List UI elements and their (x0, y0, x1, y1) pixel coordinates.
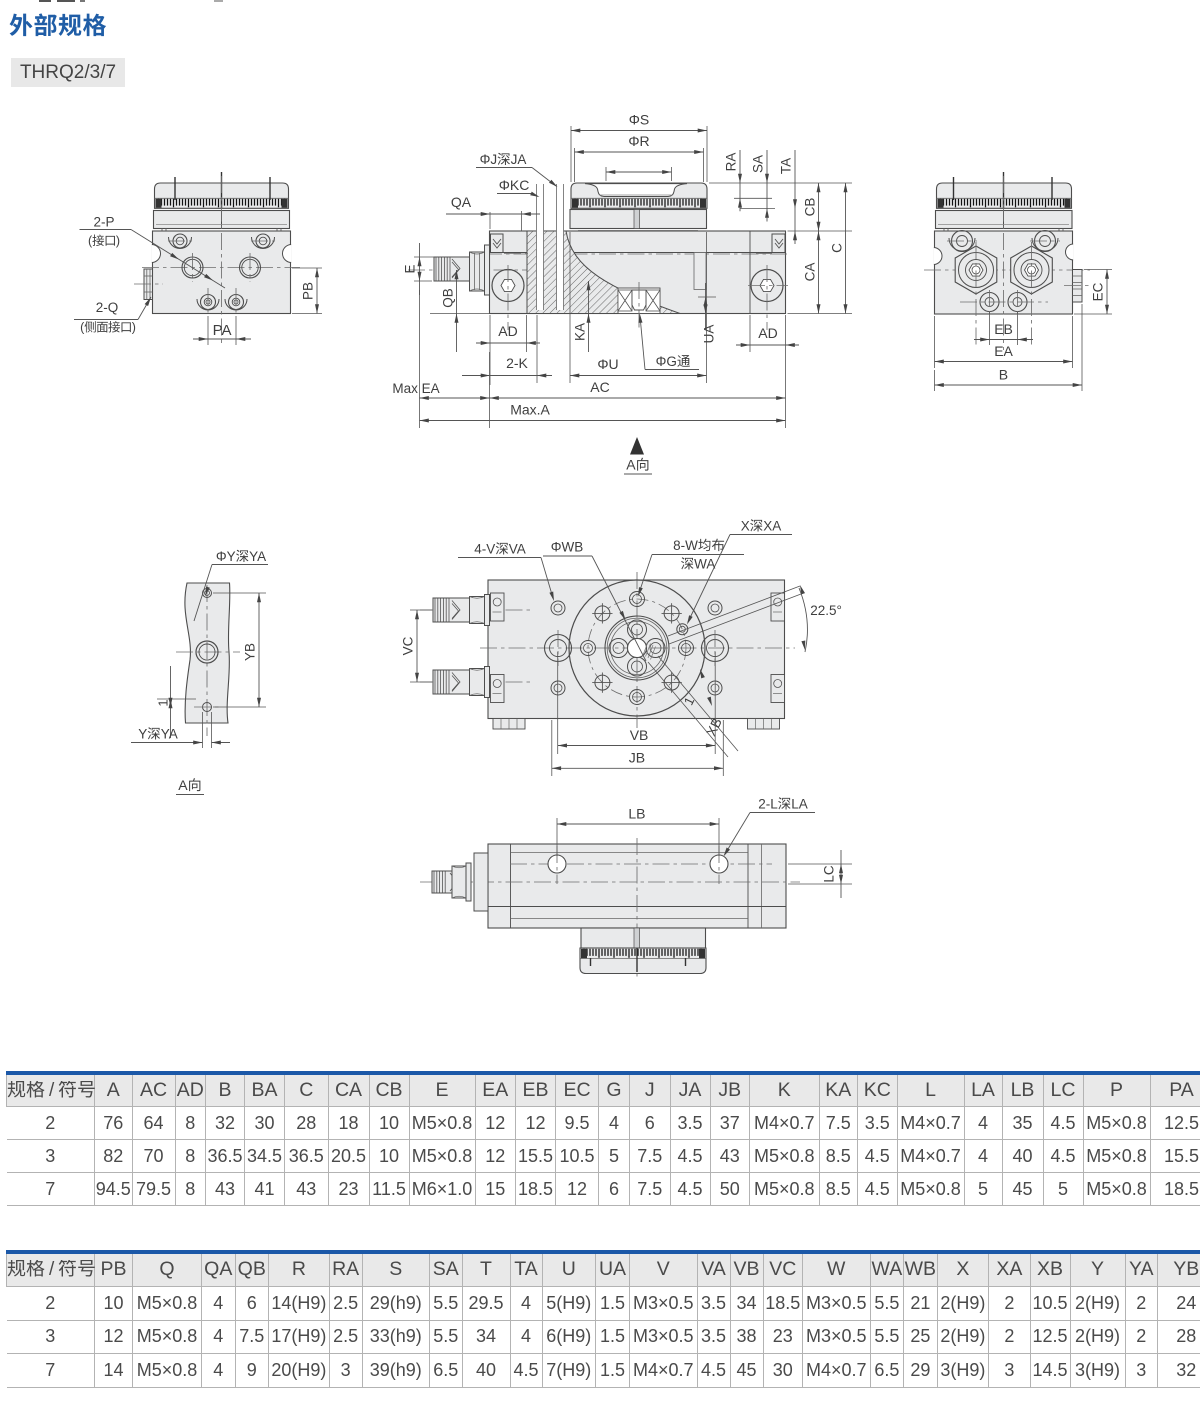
svg-text:2-K: 2-K (506, 355, 528, 371)
svg-text:EB: EB (994, 321, 1013, 337)
svg-text:ΦG: ΦG (656, 354, 677, 369)
svg-text:SA: SA (751, 155, 766, 173)
svg-text:YA: YA (161, 727, 178, 742)
svg-text:ΦY: ΦY (216, 549, 236, 564)
svg-text:8-W: 8-W (673, 538, 698, 553)
svg-text:EC: EC (1091, 282, 1106, 301)
svg-text:2-L: 2-L (758, 797, 778, 812)
svg-text:X: X (741, 519, 750, 534)
svg-text:VA: VA (509, 542, 526, 557)
svg-text:2-Q: 2-Q (96, 300, 119, 315)
svg-text:CB: CB (803, 198, 818, 217)
svg-text:AD: AD (498, 323, 517, 339)
svg-text:A: A (178, 777, 188, 793)
svg-text:YA: YA (249, 549, 266, 564)
svg-text:YB: YB (243, 643, 258, 661)
svg-text:22.5°: 22.5° (810, 603, 842, 618)
svg-text:VB: VB (630, 727, 649, 743)
svg-text:CA: CA (803, 263, 818, 282)
svg-text:ΦU: ΦU (597, 356, 618, 372)
svg-text:AD: AD (758, 325, 777, 341)
svg-text:/: / (49, 1081, 55, 1101)
svg-text:LB: LB (628, 806, 645, 822)
svg-text:WA: WA (694, 557, 715, 572)
svg-text:XB: XB (703, 716, 724, 739)
svg-text:ΦKC: ΦKC (499, 177, 530, 193)
svg-text:LC: LC (822, 865, 837, 883)
svg-text:QA: QA (451, 194, 472, 210)
svg-text:): ) (132, 321, 136, 335)
svg-text:XA: XA (763, 519, 781, 534)
svg-text:2-P: 2-P (94, 215, 115, 230)
svg-text:B: B (999, 367, 1008, 383)
svg-text:PA: PA (213, 322, 232, 339)
svg-text:ΦR: ΦR (628, 133, 649, 149)
svg-text:RA: RA (724, 153, 739, 172)
svg-text:ΦJ: ΦJ (480, 152, 498, 167)
svg-text:/: / (49, 1260, 55, 1280)
svg-text:Max.A: Max.A (510, 402, 550, 418)
svg-text:Y: Y (138, 727, 147, 742)
svg-text:QB: QB (441, 288, 456, 308)
svg-text:ΦS: ΦS (629, 112, 650, 128)
svg-text:KA: KA (573, 323, 588, 341)
svg-text:4-V: 4-V (474, 542, 495, 557)
svg-text:(: ( (88, 234, 93, 248)
svg-text:UA: UA (702, 325, 717, 344)
svg-text:AC: AC (590, 379, 609, 395)
svg-text:EA: EA (994, 343, 1013, 359)
svg-text:C: C (830, 243, 845, 253)
svg-text:(: ( (80, 321, 85, 335)
svg-text:PB: PB (301, 282, 316, 300)
svg-text:JB: JB (629, 750, 645, 766)
svg-text:Max EA: Max EA (392, 381, 439, 396)
svg-text:ΦWB: ΦWB (551, 540, 584, 555)
svg-text:A: A (626, 457, 636, 473)
svg-text:E: E (403, 264, 418, 273)
svg-text:TA: TA (779, 158, 794, 174)
svg-text:1: 1 (156, 699, 171, 706)
svg-text:JA: JA (511, 152, 527, 167)
svg-text:LA: LA (791, 797, 808, 812)
svg-text:): ) (116, 234, 120, 248)
svg-text:VC: VC (401, 636, 416, 655)
